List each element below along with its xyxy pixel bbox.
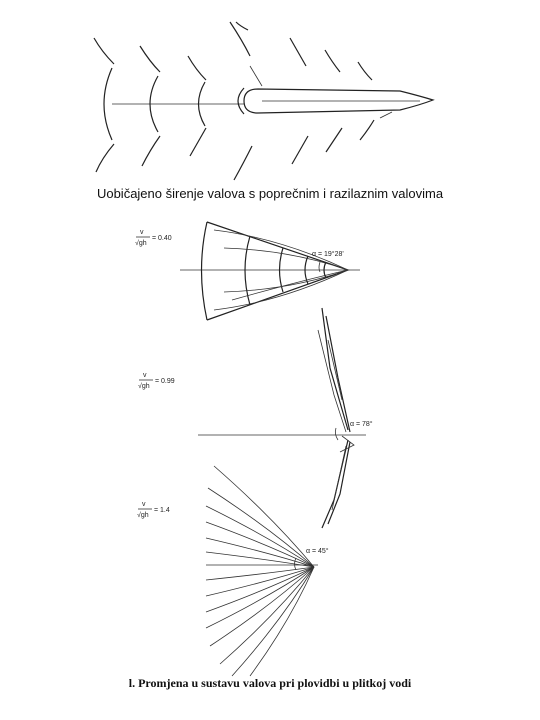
transverse-wave-4: [237, 87, 245, 115]
panel-3-fan-line: [205, 566, 315, 629]
divergent-wave-u7: [357, 61, 373, 81]
panel-3-fan-line: [207, 487, 315, 568]
panel-3-fan-lines: [205, 465, 315, 677]
divergent-wave-u6: [324, 49, 341, 73]
panel-1-ratio-den: √gh: [135, 239, 147, 247]
divergent-wave-l1: [95, 143, 115, 173]
panel-3-fan-line: [231, 566, 315, 677]
panel-3-ratio-value: = 1.4: [154, 507, 170, 514]
panel-2-ratio-value: = 0.99: [155, 378, 175, 385]
divergent-wave-u4: [229, 21, 251, 57]
divergent-wave-l3: [189, 127, 207, 157]
panel-3-supercritical: v √gh = 1.4 α = 45°: [137, 465, 329, 677]
panel-1-divergent-2: [223, 247, 349, 271]
panel-1-divergent-1: [213, 229, 349, 271]
panel-1-divergent-3: [213, 269, 349, 311]
panel-3-fan-line: [219, 566, 315, 665]
divergent-wave-l2: [141, 135, 161, 167]
panel-3-alpha-label: α = 45°: [306, 547, 329, 555]
divergent-wave-u3: [187, 55, 207, 81]
bow-wave-tick-2: [379, 111, 393, 119]
panel-3-fan-line: [213, 465, 315, 568]
ship-wave-figure: [93, 21, 435, 181]
panel-2-crest-upper-3: [317, 329, 347, 433]
divergent-wave-u5: [289, 37, 307, 67]
panel-3-fan-line: [205, 537, 315, 568]
figure-caption-top: Uobičajeno širenje valova s poprečnim i …: [96, 186, 444, 201]
panel-2-alpha-label: α = 78°: [350, 420, 373, 428]
panel-3-fan-line: [205, 566, 315, 613]
panel-3-fan-line: [249, 566, 315, 677]
panel-1-envelope: [206, 221, 350, 321]
panel-2-crest-upper-4: [327, 339, 343, 401]
panel-2-bow: [339, 435, 355, 453]
panel-1-angle-arc: [318, 261, 321, 273]
panel-3-fan-line: [205, 505, 315, 568]
panel-2-crest-lower-3: [331, 445, 347, 511]
divergent-wave-u1: [93, 37, 115, 65]
panel-2-ratio-den: √gh: [138, 382, 150, 390]
panel-3-ratio-num: v: [142, 501, 146, 508]
panel-1-ratio-num: v: [140, 229, 144, 236]
panel-1-divergent-5: [231, 269, 349, 301]
transverse-wave-3: [197, 81, 206, 127]
panel-2-ratio-num: v: [143, 372, 147, 379]
divergent-wave-l4: [233, 145, 253, 181]
panel-2-critical: v √gh = 0.99 α = 78°: [138, 307, 373, 529]
panel-3-fan-line: [205, 566, 315, 597]
panel-3-angle-arc: [294, 557, 297, 571]
panel-3-fan-line: [205, 521, 315, 568]
transverse-wave-1: [103, 67, 113, 141]
transverse-wave-2: [149, 75, 159, 133]
panel-2-angle-arc: [334, 427, 339, 441]
panel-1-ratio-value: = 0.40: [152, 235, 172, 242]
panel-2-crest-upper-2: [325, 315, 351, 433]
panel-1-transverse-1: [200, 221, 208, 321]
panel-3-fan-line: [205, 566, 315, 581]
divergent-wave-u4b: [235, 21, 249, 31]
divergent-wave-l6: [325, 127, 343, 153]
divergent-wave-u2: [139, 45, 161, 73]
panel-1-transverse-3: [278, 247, 284, 293]
ship-hull: [243, 88, 435, 114]
figure-caption-bottom: l. Promjena u sustavu valova pri plovidb…: [128, 676, 412, 690]
panel-3-ratio-den: √gh: [137, 511, 149, 519]
divergent-wave-l7: [359, 119, 375, 141]
panel-1-transverse-2: [244, 235, 251, 306]
panel-2-crest-lower-2: [327, 441, 351, 525]
bow-wave-tick-1: [249, 65, 263, 87]
panel-1-divergent-4: [223, 269, 349, 293]
divergent-wave-l5: [291, 135, 309, 165]
panel-2-crest-upper-1: [321, 307, 349, 431]
panel-3-fan-line: [209, 566, 315, 647]
panel-1-subcritical: v √gh = 0.40 α = 19°28': [135, 221, 360, 321]
panel-3-fan-line: [205, 551, 315, 568]
panel-1-alpha-label: α = 19°28': [312, 250, 344, 258]
